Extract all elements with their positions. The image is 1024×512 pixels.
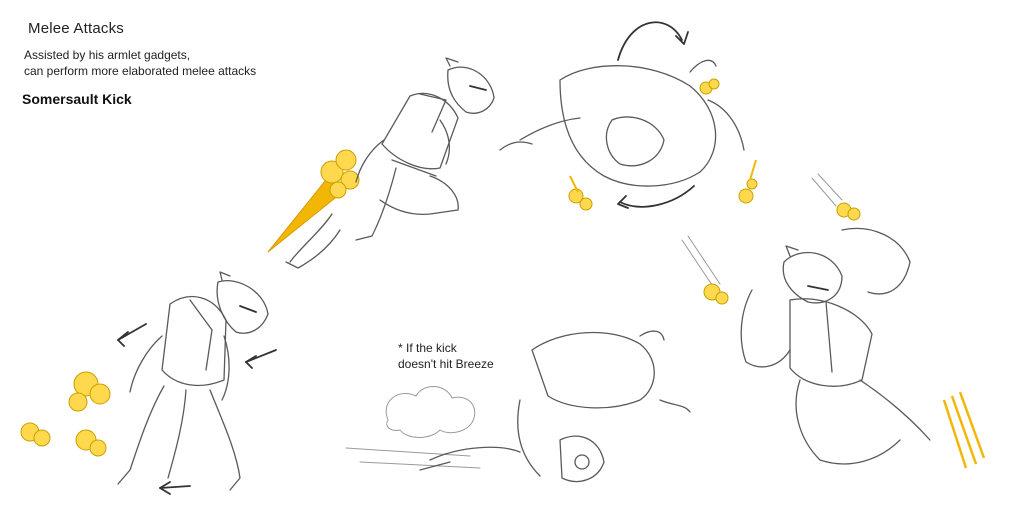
pose-somersault (499, 21, 758, 211)
smoke-puff (568, 78, 758, 211)
pose-leap-kick (267, 57, 495, 269)
pose-miss-fall (345, 330, 691, 483)
smoke-puff (320, 149, 360, 199)
claw-slash (942, 391, 986, 469)
motion-arrow (159, 485, 191, 489)
move-name: Somersault Kick (22, 91, 132, 107)
description-line: can perform more elaborated melee attack… (24, 64, 257, 78)
pose-dive-strike (681, 173, 986, 469)
rotation-arrow-bottom (619, 185, 695, 208)
dust-cloud (385, 386, 476, 438)
rotation-arrow-top (617, 21, 683, 61)
description-line: Assisted by his armlet gadgets, (24, 48, 191, 62)
miss-note: * If the kick doesn't hit Breeze (398, 340, 494, 372)
note-line: * If the kick (398, 341, 457, 355)
sheet-description: Assisted by his armlet gadgets, can perf… (24, 47, 256, 79)
smoke-puff (703, 202, 861, 305)
note-line: doesn't hit Breeze (398, 357, 494, 371)
smoke-puff (20, 371, 111, 457)
pose-recoil-stance (20, 271, 277, 495)
sheet-title: Melee Attacks (28, 20, 124, 37)
